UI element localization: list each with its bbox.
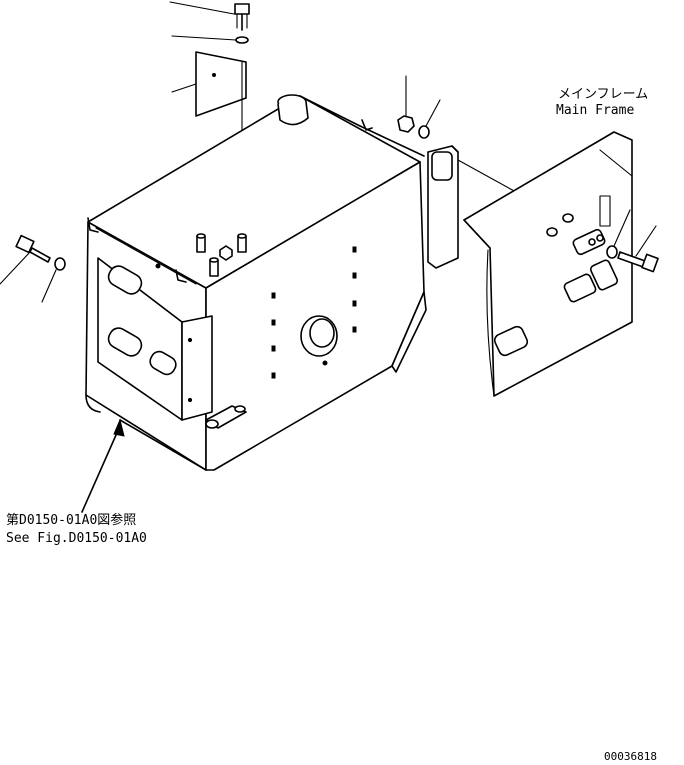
frame-washer bbox=[606, 209, 631, 259]
tank-stud bbox=[237, 233, 247, 253]
see-fig-label-jp: 第D0150-01A0図参照 bbox=[6, 512, 136, 528]
leader-line bbox=[41, 269, 57, 303]
left-washer bbox=[41, 257, 66, 303]
front-bracket bbox=[97, 257, 213, 421]
tank-hook bbox=[87, 217, 99, 233]
bracket-slot bbox=[149, 350, 177, 376]
leader-line bbox=[635, 225, 657, 257]
tank-stud bbox=[196, 233, 206, 253]
leader-line bbox=[0, 251, 31, 285]
drain-pipe bbox=[205, 405, 247, 429]
main-frame-label-en: Main Frame bbox=[556, 103, 634, 118]
frame-slot bbox=[493, 325, 529, 357]
top-washer bbox=[171, 35, 249, 44]
tank-hook bbox=[175, 269, 187, 283]
leader-line bbox=[169, 1, 235, 15]
main-frame bbox=[463, 131, 633, 397]
leader-line bbox=[171, 35, 237, 41]
side-holes bbox=[271, 246, 357, 379]
main-frame-label-jp: メインフレーム bbox=[558, 87, 648, 102]
frame-plate bbox=[563, 273, 597, 303]
see-fig-label-en: See Fig.D0150-01A0 bbox=[6, 531, 147, 546]
rear-washer bbox=[418, 99, 441, 139]
rear-nut bbox=[397, 75, 415, 133]
level-gauge bbox=[300, 315, 338, 366]
bracket-slot bbox=[107, 265, 143, 295]
tank-stud bbox=[209, 257, 219, 277]
top-bolt bbox=[169, 1, 250, 31]
alignment-line bbox=[457, 159, 517, 193]
tank-nut bbox=[219, 245, 233, 261]
reference-arrow bbox=[81, 418, 125, 513]
frame-bolt bbox=[617, 225, 659, 273]
rear-bracket bbox=[427, 145, 459, 269]
leader-line bbox=[171, 83, 197, 93]
filler-neck bbox=[277, 94, 309, 126]
left-bolt bbox=[0, 234, 51, 285]
bracket-slot bbox=[107, 327, 143, 357]
drawing-number: 00036818 bbox=[604, 750, 657, 763]
leader-line bbox=[613, 209, 631, 247]
tank-hook bbox=[361, 119, 373, 131]
leader-line bbox=[425, 99, 441, 127]
